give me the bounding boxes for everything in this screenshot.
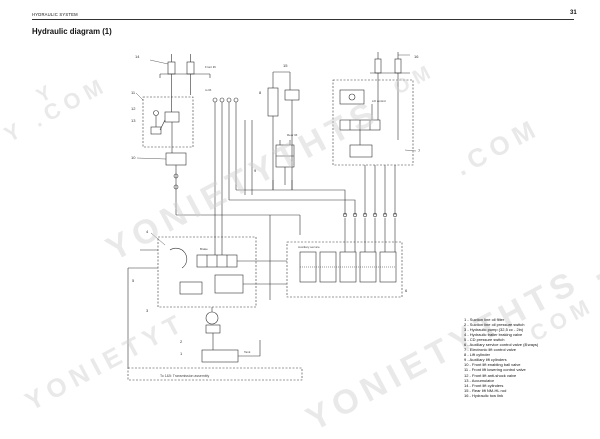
- hydraulic-diagram: 14 Front lift 11 12 13 10 to lift: [127, 52, 421, 381]
- callout-15: 15: [283, 63, 288, 68]
- callout-12: 12: [131, 106, 136, 111]
- legend-item: 2 - Suction line oil pressure switch: [464, 322, 525, 328]
- label-front-lift: Front lift: [205, 65, 216, 69]
- callout-1: 1: [180, 351, 183, 356]
- legend-item: 15 - Rear lift NM-HL rod: [464, 387, 507, 393]
- gauges: [212, 97, 239, 230]
- tank: [201, 349, 239, 363]
- legend-item: 9 - Auxiliary lift cylinders: [464, 357, 507, 363]
- front-lift-cylinders: [149, 54, 211, 95]
- label-tank: Tank: [244, 350, 251, 354]
- legend-item: 6 - Auxiliary service control valve (8 w…: [464, 342, 539, 348]
- callout-8: 8: [259, 90, 262, 95]
- legend-item: 4 - Hydraulic trailer braking valve: [464, 332, 523, 338]
- callout-6: 6: [405, 288, 408, 293]
- label-brake: Brake: [200, 247, 208, 251]
- label-to-lift: to lift: [205, 88, 212, 92]
- page-header: HYDRAULIC SYSTEM 31: [0, 0, 600, 20]
- section-title: HYDRAULIC SYSTEM: [32, 12, 78, 17]
- legend-item: 8 - Lift cylinder: [464, 352, 491, 358]
- callout-10: 10: [131, 155, 136, 160]
- callout-11: 11: [131, 90, 136, 95]
- page-title: Hydraulic diagram (1): [32, 27, 112, 36]
- test-point: [173, 184, 179, 190]
- front-lift-valve-box: [142, 96, 194, 148]
- callout-4: 4: [146, 229, 149, 234]
- callout-5: 5: [132, 278, 135, 283]
- test-point: [173, 173, 179, 179]
- lift-control-valve-components: [339, 73, 399, 158]
- left-return-line: [127, 249, 158, 368]
- legend-item: 1 - Suction line oil filter: [464, 317, 505, 322]
- page-number: 31: [570, 10, 577, 16]
- legend: 1 - Suction line oil filter 2 - Suction …: [464, 317, 594, 398]
- front-lift-valve-components: [150, 95, 180, 146]
- auxiliary-service-valve-box: [286, 241, 403, 298]
- legend-item: 16 - Hydraulic tow link: [464, 392, 504, 398]
- callout-14: 14: [135, 54, 140, 59]
- callout-2: 2: [180, 339, 183, 344]
- lift-cylinder: [267, 71, 300, 190]
- label-auxiliary: Auxiliary service: [298, 245, 320, 249]
- legend-item: 11 - Front lift lowering control valve: [464, 367, 526, 373]
- hydraulic-lines: [175, 120, 396, 300]
- transmission-box: [127, 367, 303, 381]
- legend-item: 10 - Front lift enabling ball valve: [464, 362, 521, 368]
- callout-7: 7: [418, 148, 421, 153]
- callout-16: 16: [414, 54, 419, 59]
- suction-filter: [205, 324, 221, 350]
- callout-9: 9: [254, 168, 257, 173]
- legend-item: 14 - Front lift cylinders: [464, 382, 504, 388]
- legend-item: 3 - Hydraulic pump (32,5 cc - 2in): [464, 327, 524, 333]
- legend-item: 12 - Front lift anti-shock valve: [464, 372, 517, 378]
- aux-valve-sections: [299, 218, 397, 283]
- trailer-brake-components: [169, 230, 287, 295]
- label-lift-control: Lift control: [372, 99, 386, 103]
- auxiliary-lift-cylinders: [275, 140, 295, 185]
- hydraulic-pump: [205, 307, 219, 325]
- legend-item: 7 - Electronic lift control valve: [464, 347, 517, 353]
- enabling-ball-valve: [165, 152, 187, 166]
- hydraulic-tow-link: [370, 52, 410, 74]
- trailer-brake-valve-box: [157, 236, 257, 308]
- electronic-lift-control-box: [332, 79, 414, 166]
- label-rear-lift: Rear lift: [287, 133, 298, 137]
- legend-item: 13 - Accumulator: [464, 377, 495, 383]
- callout-13: 13: [131, 118, 136, 123]
- legend-item: 5 - CD pressure switch: [464, 337, 505, 343]
- label-transmission: To 1&5: Transmission assembly: [160, 374, 209, 378]
- header-divider: [32, 19, 574, 20]
- check-valves: [342, 212, 398, 218]
- callout-3: 3: [146, 308, 149, 313]
